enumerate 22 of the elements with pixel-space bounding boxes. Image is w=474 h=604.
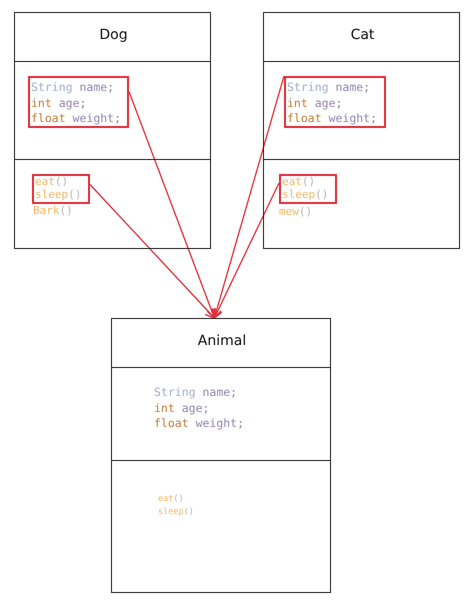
class-box: [14, 12, 211, 249]
highlight-box: [279, 174, 337, 204]
class-box: [263, 12, 460, 249]
highlight-box: [32, 174, 90, 204]
field-declarations: String name; int age; float weight;: [31, 80, 122, 126]
arrow: [212, 76, 285, 319]
method-list: eat() sleep(): [282, 176, 328, 201]
arrow: [90, 184, 216, 319]
highlight-box: [284, 76, 386, 128]
method-list: mew(): [279, 206, 312, 218]
method-list: eat() sleep(): [158, 493, 194, 519]
method-list: eat() sleep(): [35, 176, 82, 201]
class-box: [111, 318, 331, 593]
field-declarations: String name; int age; float weight;: [154, 385, 244, 432]
class-name: Dog: [98, 27, 129, 43]
arrow: [214, 182, 280, 319]
class-name: Cat: [350, 27, 376, 43]
arrow: [128, 91, 216, 319]
field-declarations: String name; int age; float weight;: [287, 80, 378, 126]
highlight-box: [28, 76, 129, 128]
class-name: Animal: [196, 333, 248, 349]
method-list: Bark(): [33, 205, 73, 218]
